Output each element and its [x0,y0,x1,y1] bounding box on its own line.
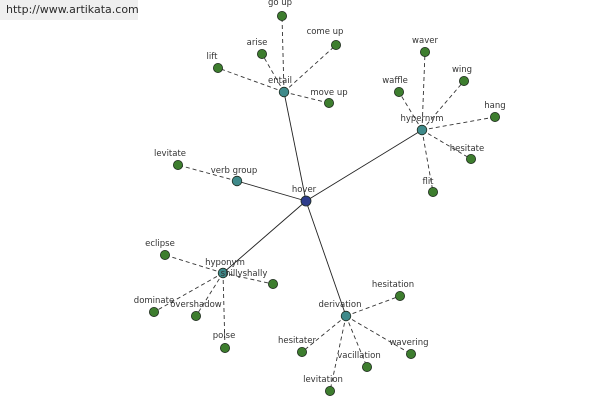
leaf-label-dominate: dominate [134,296,174,306]
leaf-node-lift[interactable] [212,63,223,74]
leaf-node-waver[interactable] [419,47,430,58]
leaf-label-waffle: waffle [382,76,408,86]
edge-entail-lift [217,67,285,93]
leaf-node-overshadow[interactable] [190,310,201,321]
leaf-label-arise: arise [247,38,268,48]
edge-derivation-wavering [345,315,412,355]
hub-node-derivation[interactable] [340,310,352,322]
edge-hypernym-hang [421,116,496,131]
leaf-label-shillyshally: shillyshally [221,269,268,279]
edge-hyponym-dominate [153,272,224,313]
edge-hypernym-waffle [398,91,423,131]
edge-derivation-levitation [329,315,347,392]
hub-label-derivation: derivation [318,300,361,310]
hub-node-hypernym[interactable] [416,124,428,136]
edge-hover-hypernym [305,129,423,202]
edge-entail-come-up [283,44,337,93]
watermark-url: http://www.artikata.com [0,0,139,20]
leaf-label-wing: wing [452,65,472,75]
leaf-label-vacillation: vacillation [337,351,381,361]
leaf-node-hesitate[interactable] [465,153,476,164]
leaf-node-levitation[interactable] [324,385,335,396]
edge-hover-hyponym [222,200,307,274]
leaf-label-eclipse: eclipse [145,239,175,249]
edge-hypernym-waver [421,51,426,131]
hub-node-verb-group[interactable] [231,175,243,187]
leaf-node-waffle[interactable] [393,87,404,98]
center-label-hover: hover [292,185,317,195]
leaf-node-shillyshally[interactable] [267,278,278,289]
leaf-label-flit: flit [422,177,434,187]
leaf-label-move-up: move up [310,88,347,98]
edge-hypernym-wing [421,80,465,131]
leaf-label-wavering: wavering [389,338,428,348]
leaf-label-poise: poise [213,331,236,341]
hub-label-verb-group: verb group [211,166,258,176]
leaf-label-hang: hang [484,101,505,111]
leaf-node-dominate[interactable] [148,306,159,317]
leaf-node-levitate[interactable] [172,159,183,170]
leaf-node-poise[interactable] [219,342,230,353]
hub-node-hyponym[interactable] [217,267,229,279]
leaf-node-come-up[interactable] [330,40,341,51]
leaf-node-eclipse[interactable] [159,249,170,260]
leaf-label-come-up: come up [307,27,344,37]
edge-hyponym-overshadow [195,272,224,317]
edge-hover-derivation [305,200,347,317]
leaf-label-lift: lift [207,52,219,62]
edge-entail-arise [261,53,285,93]
leaf-label-hesitate: hesitate [450,144,485,154]
leaf-label-overshadow: overshadow [170,300,222,310]
hub-label-entail: entail [268,76,292,86]
leaf-node-move-up[interactable] [323,98,334,109]
leaf-label-hesitater: hesitater [278,336,317,346]
edge-derivation-vacillation [345,315,368,368]
edge-hyponym-poise [222,272,226,349]
leaf-label-go-up: go up [268,0,292,8]
edge-entail-move-up [283,91,330,104]
leaf-node-vacillation[interactable] [361,361,372,372]
edge-hover-verb-group [236,180,307,202]
edges-layer [153,15,496,392]
leaf-label-levitation: levitation [303,375,343,385]
nodes-layer [148,10,500,396]
center-node-hover[interactable] [300,195,312,207]
edge-hyponym-eclipse [164,254,224,274]
leaf-label-waver: waver [412,36,438,46]
leaf-node-arise[interactable] [256,49,267,60]
leaf-label-hesitation: hesitation [372,280,414,290]
labels-layer: go up come up arise lift move up entail waver w… [134,0,506,385]
edge-verb-group-levitate [177,164,238,182]
edge-hypernym-flit [421,129,434,193]
leaf-node-go-up[interactable] [276,10,287,21]
hub-label-hypernym: hypernym [400,114,443,124]
edge-hypernym-hesitate [421,129,472,160]
edge-derivation-hesitation [345,295,401,317]
leaf-node-flit[interactable] [427,186,438,197]
edge-hover-entail [283,91,307,202]
leaf-node-hang[interactable] [489,112,500,123]
leaf-label-levitate: levitate [154,149,186,159]
edge-hyponym-shillyshally [222,272,274,285]
leaf-node-wavering[interactable] [405,348,416,359]
leaf-node-wing[interactable] [458,76,469,87]
edge-derivation-hesitater [301,315,347,353]
leaf-node-hesitater[interactable] [296,346,307,357]
hub-label-hyponym: hyponym [205,258,245,268]
leaf-node-hesitation[interactable] [394,290,405,301]
hub-node-entail[interactable] [278,86,290,98]
edge-entail-go-up [281,15,285,93]
